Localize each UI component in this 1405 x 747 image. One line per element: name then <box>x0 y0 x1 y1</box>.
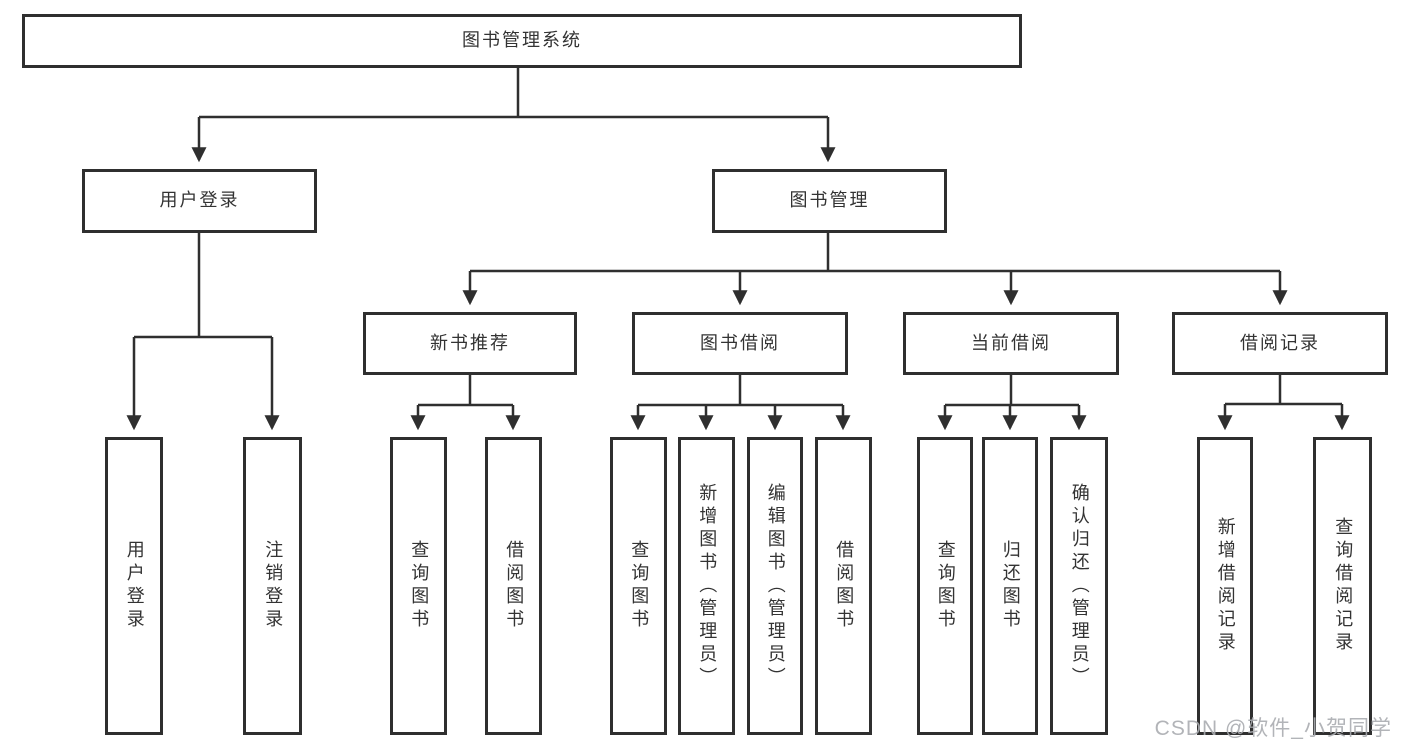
node-book-management: 图书管理 <box>712 169 947 233</box>
node-label: 当前借阅 <box>971 332 1051 353</box>
node-label: 查询图书 <box>935 540 956 632</box>
leaf-logout: 注销登录 <box>243 437 302 735</box>
node-label: 查询借阅记录 <box>1333 517 1354 655</box>
leaf-confirm-return-admin: 确认归还（管理员） <box>1050 437 1108 735</box>
node-borrow-records: 借阅记录 <box>1172 312 1388 375</box>
node-user-login: 用户登录 <box>82 169 317 233</box>
leaf-query-books-3: 查询图书 <box>917 437 973 735</box>
leaf-add-borrow-record: 新增借阅记录 <box>1197 437 1253 735</box>
node-root-library-system: 图书管理系统 <box>22 14 1022 68</box>
node-label: 借阅图书 <box>504 540 525 632</box>
leaf-query-books-2: 查询图书 <box>610 437 667 735</box>
node-label: 用户登录 <box>124 540 145 632</box>
node-new-book-recommend: 新书推荐 <box>363 312 577 375</box>
node-current-borrow: 当前借阅 <box>903 312 1119 375</box>
leaf-query-books-1: 查询图书 <box>390 437 447 735</box>
node-label: 确认归还（管理员） <box>1069 482 1090 690</box>
leaf-borrow-books-1: 借阅图书 <box>485 437 542 735</box>
leaf-add-books-admin: 新增图书（管理员） <box>678 437 735 735</box>
leaf-return-books: 归还图书 <box>982 437 1038 735</box>
node-label: 查询图书 <box>629 540 650 632</box>
node-label: 用户登录 <box>159 190 240 211</box>
node-label: 图书管理系统 <box>462 30 582 51</box>
csdn-watermark: CSDN @软件_小贺同学 <box>1154 717 1392 740</box>
leaf-edit-books-admin: 编辑图书（管理员） <box>747 437 803 735</box>
node-label: 图书借阅 <box>700 332 780 353</box>
leaf-query-borrow-record: 查询借阅记录 <box>1313 437 1372 735</box>
node-label: 新增借阅记录 <box>1215 517 1236 655</box>
leaf-user-login: 用户登录 <box>105 437 163 735</box>
node-label: 借阅记录 <box>1240 332 1320 353</box>
leaf-borrow-books-2: 借阅图书 <box>815 437 872 735</box>
node-book-borrow: 图书借阅 <box>632 312 848 375</box>
node-label: 新书推荐 <box>430 332 510 353</box>
node-label: 编辑图书（管理员） <box>765 482 786 690</box>
node-label: 图书管理 <box>789 190 870 211</box>
node-label: 借阅图书 <box>834 540 855 632</box>
node-label: 注销登录 <box>263 540 284 632</box>
node-label: 查询图书 <box>409 540 430 632</box>
node-label: 归还图书 <box>1000 540 1021 632</box>
node-label: 新增图书（管理员） <box>697 482 718 690</box>
